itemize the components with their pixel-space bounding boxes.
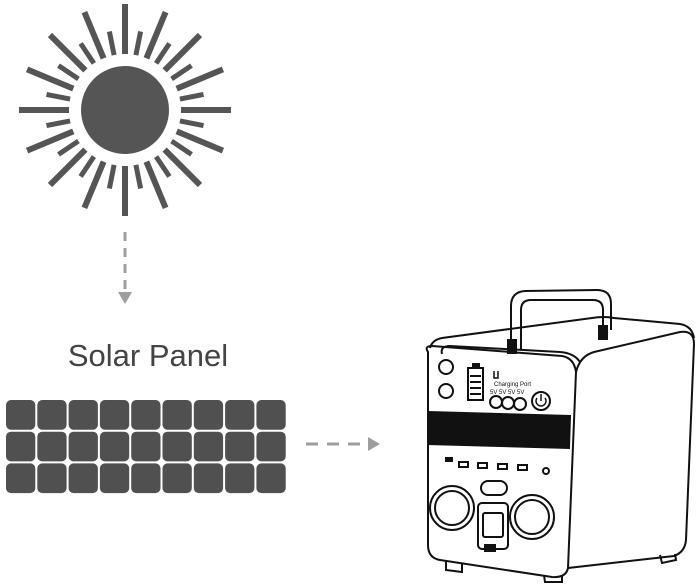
socket-cover [477, 502, 509, 552]
solar-cell [256, 431, 286, 462]
cell-junction-sparkle [220, 426, 229, 435]
sun-ray [143, 160, 169, 210]
sun-ray [46, 91, 71, 102]
solar-cell [162, 431, 192, 462]
sun-ray [133, 31, 144, 56]
port-voltage-caption: 5V 5V 5V 5V [490, 390, 524, 396]
solar-cell [99, 431, 130, 462]
sun-ray [143, 10, 169, 60]
solar-cell [37, 463, 67, 494]
sun-ray [57, 139, 80, 157]
solar-cell [6, 463, 36, 494]
solar-cell [68, 463, 98, 494]
indicator-button-top [438, 359, 454, 375]
sun-ray [106, 31, 117, 56]
sun-rays [19, 4, 231, 216]
panel-to-station-arrow [306, 437, 380, 451]
cell-junction-sparkle [63, 458, 72, 467]
sun-ray [175, 128, 225, 154]
solar-cell [6, 400, 36, 430]
solar-cell [193, 431, 224, 462]
cell-junction-sparkle [63, 426, 72, 435]
solar-cell [225, 431, 255, 462]
usb-port-cluster [489, 371, 527, 411]
solar-panel-icon [6, 400, 286, 494]
car-socket [480, 480, 508, 496]
sun-ray [154, 155, 172, 178]
solar-cell [37, 431, 67, 462]
carry-handle [507, 288, 612, 354]
cell-junction-sparkle [251, 426, 260, 435]
solar-cell [256, 400, 286, 430]
sun-ray [133, 164, 144, 189]
solar-cell [6, 431, 36, 462]
sun-ray [47, 147, 88, 188]
top-face [429, 316, 695, 349]
sun-ray [162, 147, 203, 188]
cell-junction-sparkle [94, 426, 103, 435]
solar-cell [99, 400, 130, 430]
power-button-icon [531, 391, 551, 411]
port-caption: Charging Port [494, 382, 531, 388]
solar-cell [193, 400, 224, 430]
sun-ray [78, 42, 96, 65]
sun-ray [175, 66, 225, 92]
sun-ray [25, 66, 75, 92]
solar-cell [99, 463, 130, 494]
cell-junction-sparkle [94, 458, 103, 467]
cell-junction-sparkle [188, 426, 197, 435]
solar-cell [131, 431, 161, 462]
cell-junction-sparkle [251, 458, 260, 467]
cell-junction-sparkle [157, 426, 166, 435]
sun-to-panel-arrow [118, 232, 132, 304]
cell-junction-sparkle [220, 458, 229, 467]
sun-icon [19, 4, 231, 216]
solar-cell [225, 400, 255, 430]
sun-ray [46, 118, 71, 129]
solar-cell [131, 463, 161, 494]
cell-junction-sparkle [188, 458, 197, 467]
solar-cell [162, 400, 192, 430]
display-screen [427, 410, 572, 450]
cell-junction-sparkle [157, 458, 166, 467]
output-port-row [445, 457, 550, 475]
sun-ray [25, 128, 75, 154]
sun-ray [47, 32, 88, 73]
sun-ray [179, 118, 204, 129]
solar-cell [37, 400, 67, 430]
sun-ray [78, 155, 96, 178]
top-edge [440, 344, 581, 363]
side-face [567, 330, 696, 569]
solar-cell [131, 400, 161, 430]
ac-outlet-left [429, 485, 475, 531]
ac-outlet-right [509, 494, 555, 540]
solar-cell [193, 463, 224, 494]
solar-cell [68, 400, 98, 430]
sun-ray [170, 63, 193, 81]
indicator-button-bottom [438, 383, 454, 399]
sun-ray [154, 42, 172, 65]
sun-ray [179, 91, 204, 102]
battery-level-icon [467, 363, 484, 401]
panel-label: Solar Panel [68, 338, 228, 373]
sun-ray [170, 139, 193, 157]
cell-junction-sparkle [32, 426, 41, 435]
cell-junction-sparkle [126, 426, 135, 435]
sun-ray [81, 10, 107, 60]
solar-cell [256, 463, 286, 494]
solar-cell [162, 463, 192, 494]
sun-ray [81, 160, 107, 210]
solar-cell [68, 431, 98, 462]
cell-junction-sparkle [126, 458, 135, 467]
sun-ray [162, 32, 203, 73]
sun-disc [81, 66, 169, 154]
sun-ray [106, 164, 117, 189]
sun-ray [57, 63, 80, 81]
solar-cell [225, 463, 255, 494]
power-station-icon: Charging Port 5V 5V 5V 5V [425, 288, 696, 583]
cell-junction-sparkle [32, 458, 41, 467]
